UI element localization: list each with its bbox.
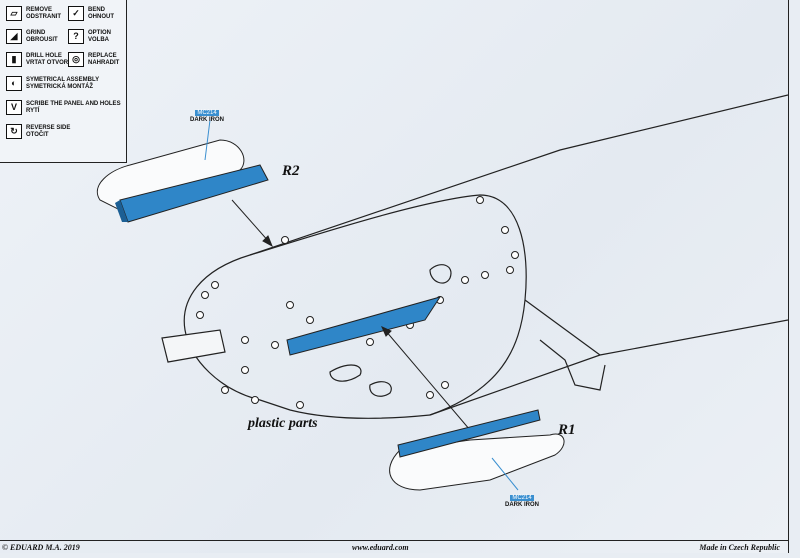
plastic-parts-label: plastic parts [248,416,318,431]
symmetrical-assembly-icon: ◐ [6,76,22,91]
remove-icon: ▱ [6,6,22,21]
paint-name: DARK IRON [190,117,224,123]
part-r1 [389,409,565,491]
rivets [196,196,519,409]
copyright: © EDUARD M.A. 2019 [2,543,80,552]
assembly-arrows [231,199,471,431]
option-icon: ? [68,29,84,44]
replace-icon: ◎ [68,52,84,67]
made-in: Made in Czech Republic [699,543,780,552]
scribe-icon: V [6,100,22,115]
part-label-r1: R1 [558,422,576,438]
paint-name: DARK IRON [505,502,539,508]
drill-hole-icon: ▮ [6,52,22,67]
paint-code: MC214 [510,495,534,501]
installed-part [286,296,442,356]
paint-code: MC214 [195,110,219,116]
nacelle-outline [161,94,788,419]
reverse-side-icon: ↻ [6,124,22,139]
website: www.eduard.com [352,543,409,552]
grind-icon: ◢ [6,29,22,44]
part-r2 [97,119,269,223]
assembly-drawing [97,94,788,491]
part-label-r2: R2 [282,163,300,179]
bend-icon: ✓ [68,6,84,21]
footer: © EDUARD M.A. 2019 www.eduard.com Made i… [0,540,788,554]
